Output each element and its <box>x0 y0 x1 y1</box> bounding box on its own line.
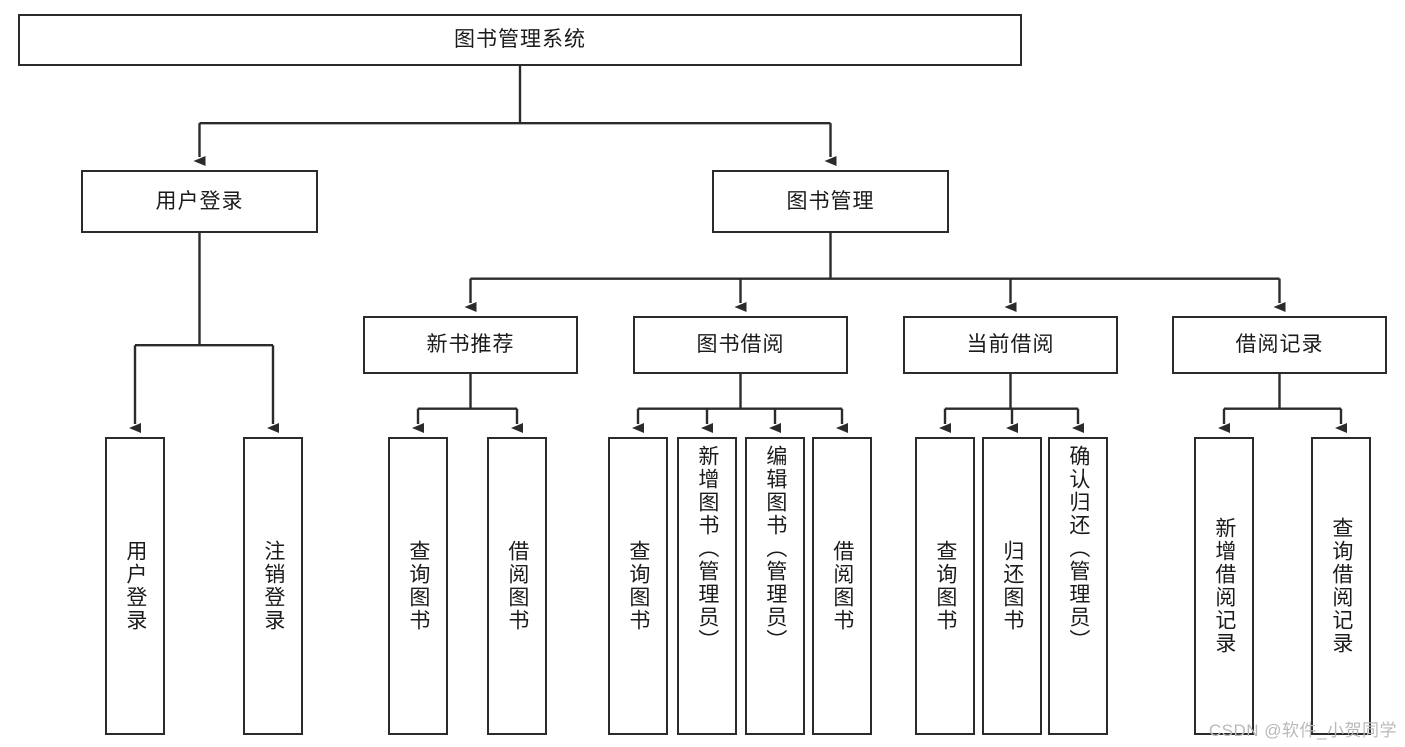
node-label: 借阅记录 <box>1235 333 1324 357</box>
node-leaf-borrow-book-rec[interactable]: 借阅图书 <box>487 437 547 735</box>
node-label: 借阅图书 <box>505 540 529 632</box>
node-label: 注销登录 <box>261 540 285 632</box>
node-label: 图书借阅 <box>696 333 785 357</box>
node-leaf-query-book-borrow[interactable]: 查询图书 <box>608 437 668 735</box>
node-leaf-borrow-book[interactable]: 借阅图书 <box>812 437 872 735</box>
node-current-borrow[interactable]: 当前借阅 <box>903 316 1118 374</box>
watermark-text: CSDN @软件_小贺同学 <box>1208 721 1397 740</box>
node-label: 查询借阅记录 <box>1329 517 1353 655</box>
node-label: 当前借阅 <box>966 333 1055 357</box>
node-label: 查询图书 <box>406 540 430 632</box>
node-leaf-query-book-rec[interactable]: 查询图书 <box>388 437 448 735</box>
node-leaf-return-book[interactable]: 归还图书 <box>982 437 1042 735</box>
node-new-book-rec[interactable]: 新书推荐 <box>363 316 578 374</box>
node-label: 归还图书 <box>1000 540 1024 632</box>
node-book-manage[interactable]: 图书管理 <box>712 170 949 233</box>
node-label: 新增借阅记录 <box>1212 517 1236 655</box>
node-root[interactable]: 图书管理系统 <box>18 14 1022 66</box>
node-borrow-record[interactable]: 借阅记录 <box>1172 316 1387 374</box>
node-label: 用户登录 <box>155 189 244 213</box>
node-leaf-user-login[interactable]: 用户登录 <box>105 437 165 735</box>
node-label: 图书管理 <box>786 189 875 213</box>
node-leaf-edit-book[interactable]: 编辑图书（管理员） <box>745 437 805 735</box>
node-label: 借阅图书 <box>830 540 854 632</box>
node-label: 用户登录 <box>123 540 147 632</box>
node-leaf-confirm-return[interactable]: 确认归还（管理员） <box>1048 437 1108 735</box>
node-leaf-add-book[interactable]: 新增图书（管理员） <box>677 437 737 735</box>
node-user-login[interactable]: 用户登录 <box>81 170 318 233</box>
node-leaf-logout[interactable]: 注销登录 <box>243 437 303 735</box>
node-label: 新增图书（管理员） <box>695 445 719 652</box>
node-leaf-query-record[interactable]: 查询借阅记录 <box>1311 437 1371 735</box>
node-book-borrow[interactable]: 图书借阅 <box>633 316 848 374</box>
node-label: 图书管理系统 <box>454 28 586 52</box>
node-label: 查询图书 <box>933 540 957 632</box>
node-label: 编辑图书（管理员） <box>763 445 787 652</box>
node-label: 确认归还（管理员） <box>1066 445 1090 652</box>
node-leaf-add-record[interactable]: 新增借阅记录 <box>1194 437 1254 735</box>
node-leaf-query-book-cur[interactable]: 查询图书 <box>915 437 975 735</box>
node-label: 新书推荐 <box>426 333 515 357</box>
node-label: 查询图书 <box>626 540 650 632</box>
